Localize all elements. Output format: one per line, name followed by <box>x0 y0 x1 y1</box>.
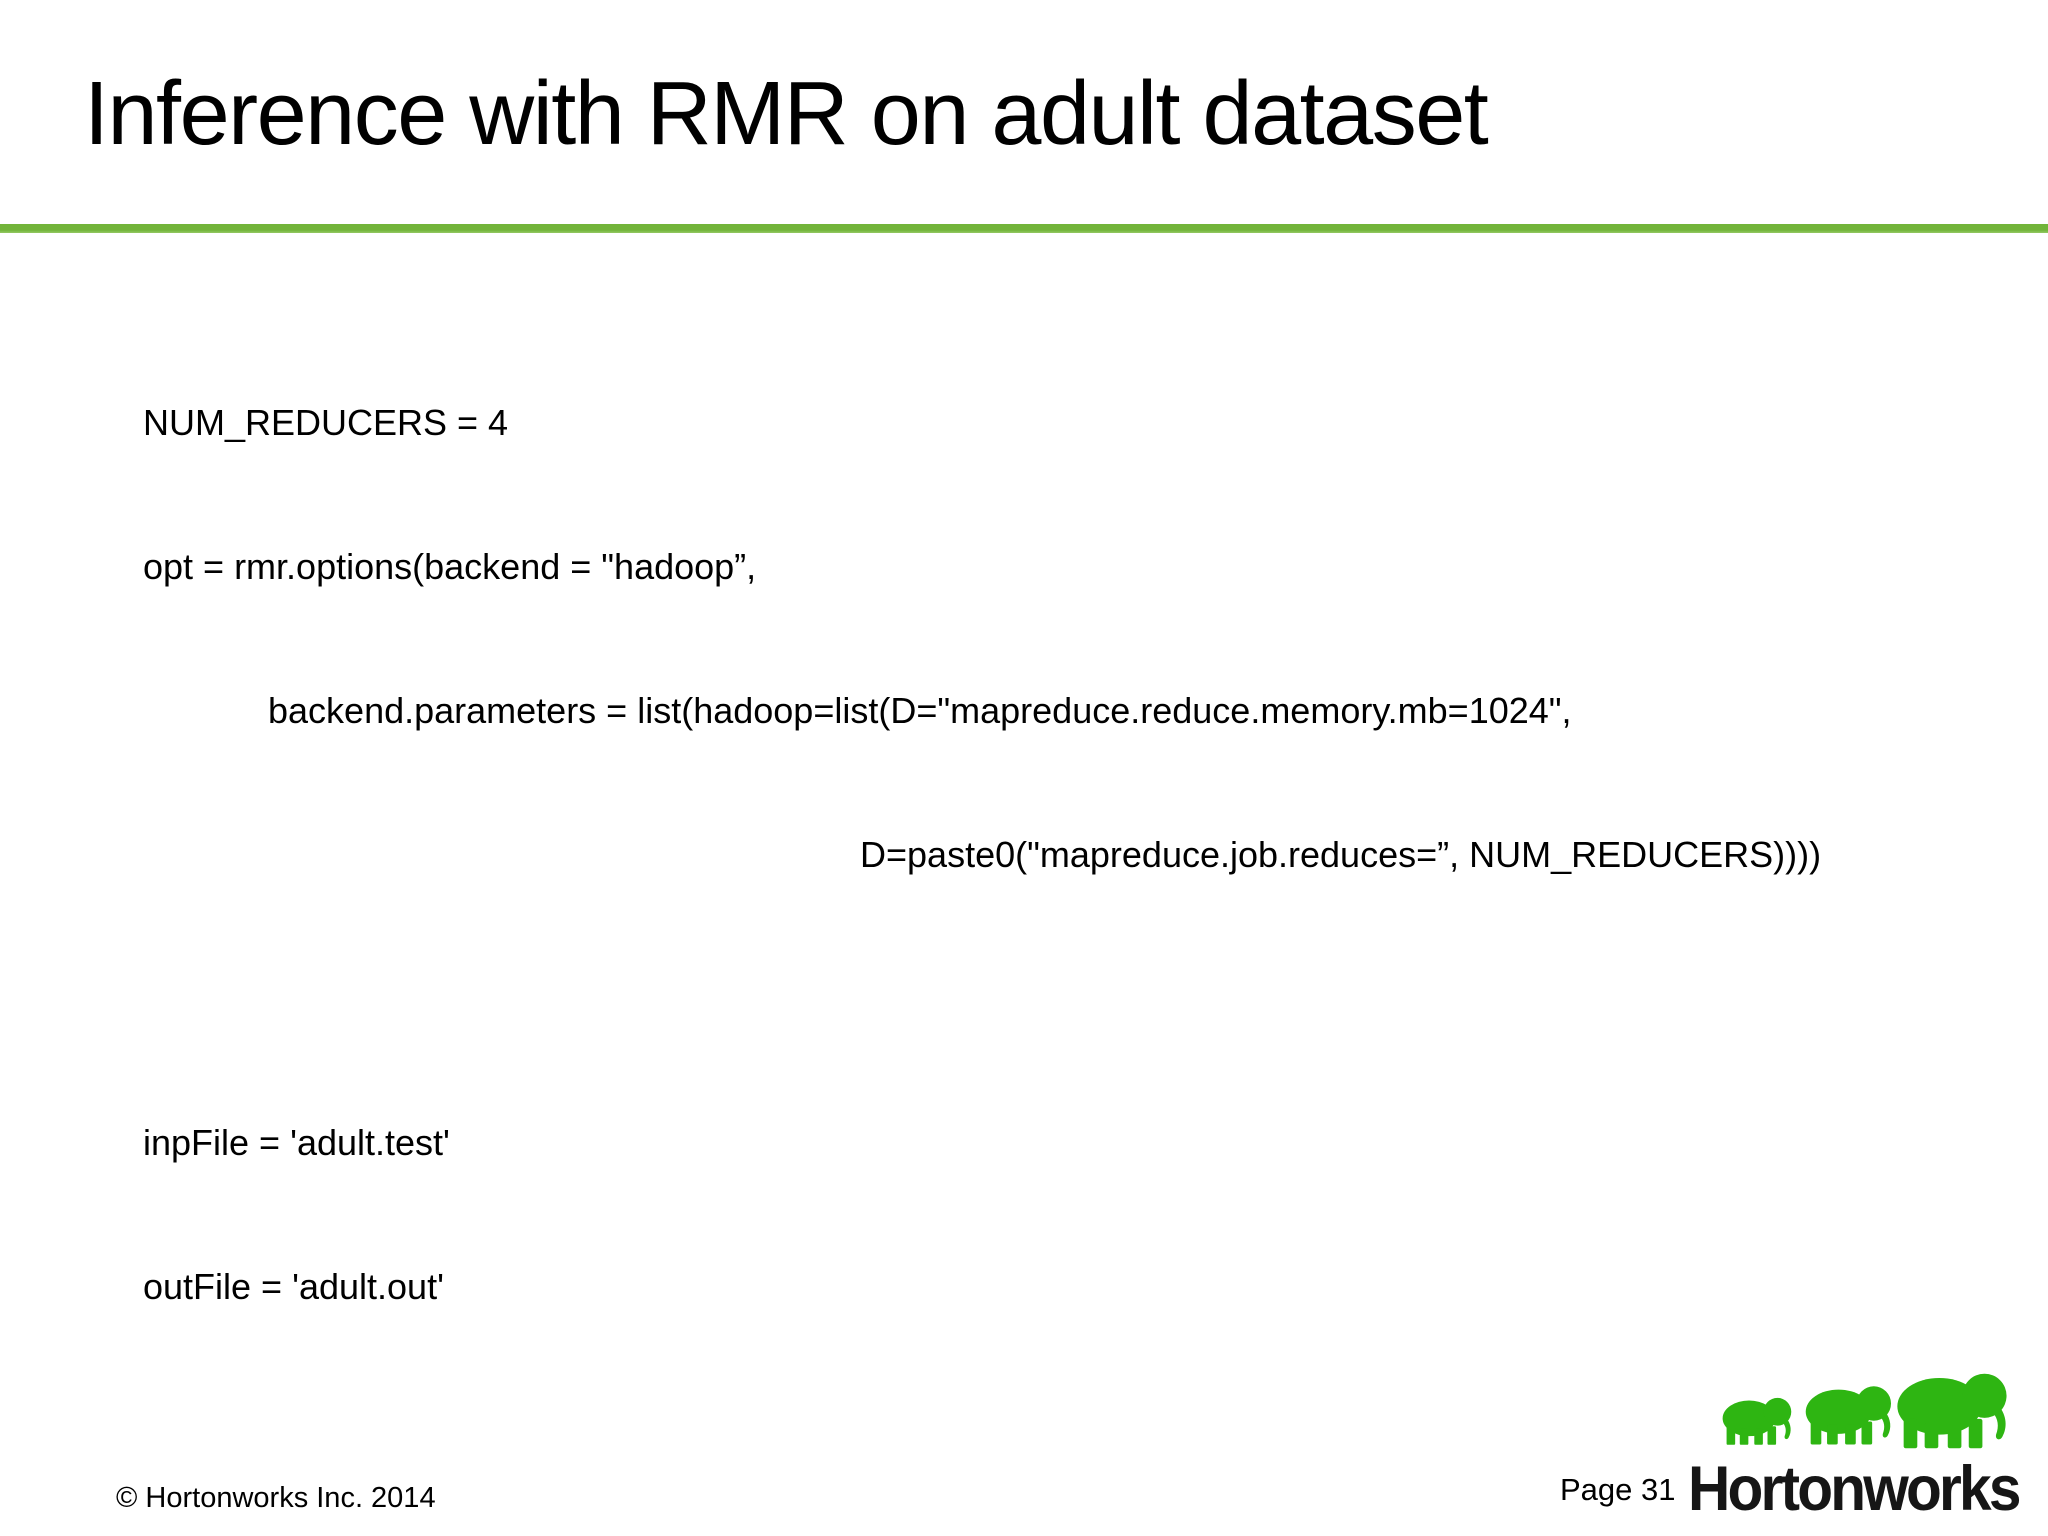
footer-copyright: © Hortonworks Inc. 2014 <box>116 1482 436 1514</box>
code-line: opt = rmr.options(backend = "hadoop”, <box>143 546 757 587</box>
page-title: Inference with RMR on adult dataset <box>84 64 1489 164</box>
code-line: backend.parameters = list(hadoop=list(D=… <box>268 690 1572 731</box>
elephant-herd-icon <box>1722 1373 2007 1449</box>
code-line-blank <box>143 975 1821 1023</box>
code-line: outFile = 'adult.out' <box>143 1266 444 1307</box>
page-number: Page 31 <box>1560 1472 1676 1507</box>
code-block: NUM_REDUCERS = 4 opt = rmr.options(backe… <box>143 303 1821 1536</box>
code-line: D=paste0("mapreduce.job.reduces=”, NUM_R… <box>860 834 1822 875</box>
code-line: NUM_REDUCERS = 4 <box>143 402 509 443</box>
logo-wordmark: Hortonworks <box>1688 1454 2021 1524</box>
code-line-blank <box>143 1407 1821 1455</box>
title-divider <box>0 224 2048 233</box>
code-line: inpFile = 'adult.test' <box>143 1122 450 1163</box>
hortonworks-logo: Hortonworks <box>1688 1362 2048 1532</box>
